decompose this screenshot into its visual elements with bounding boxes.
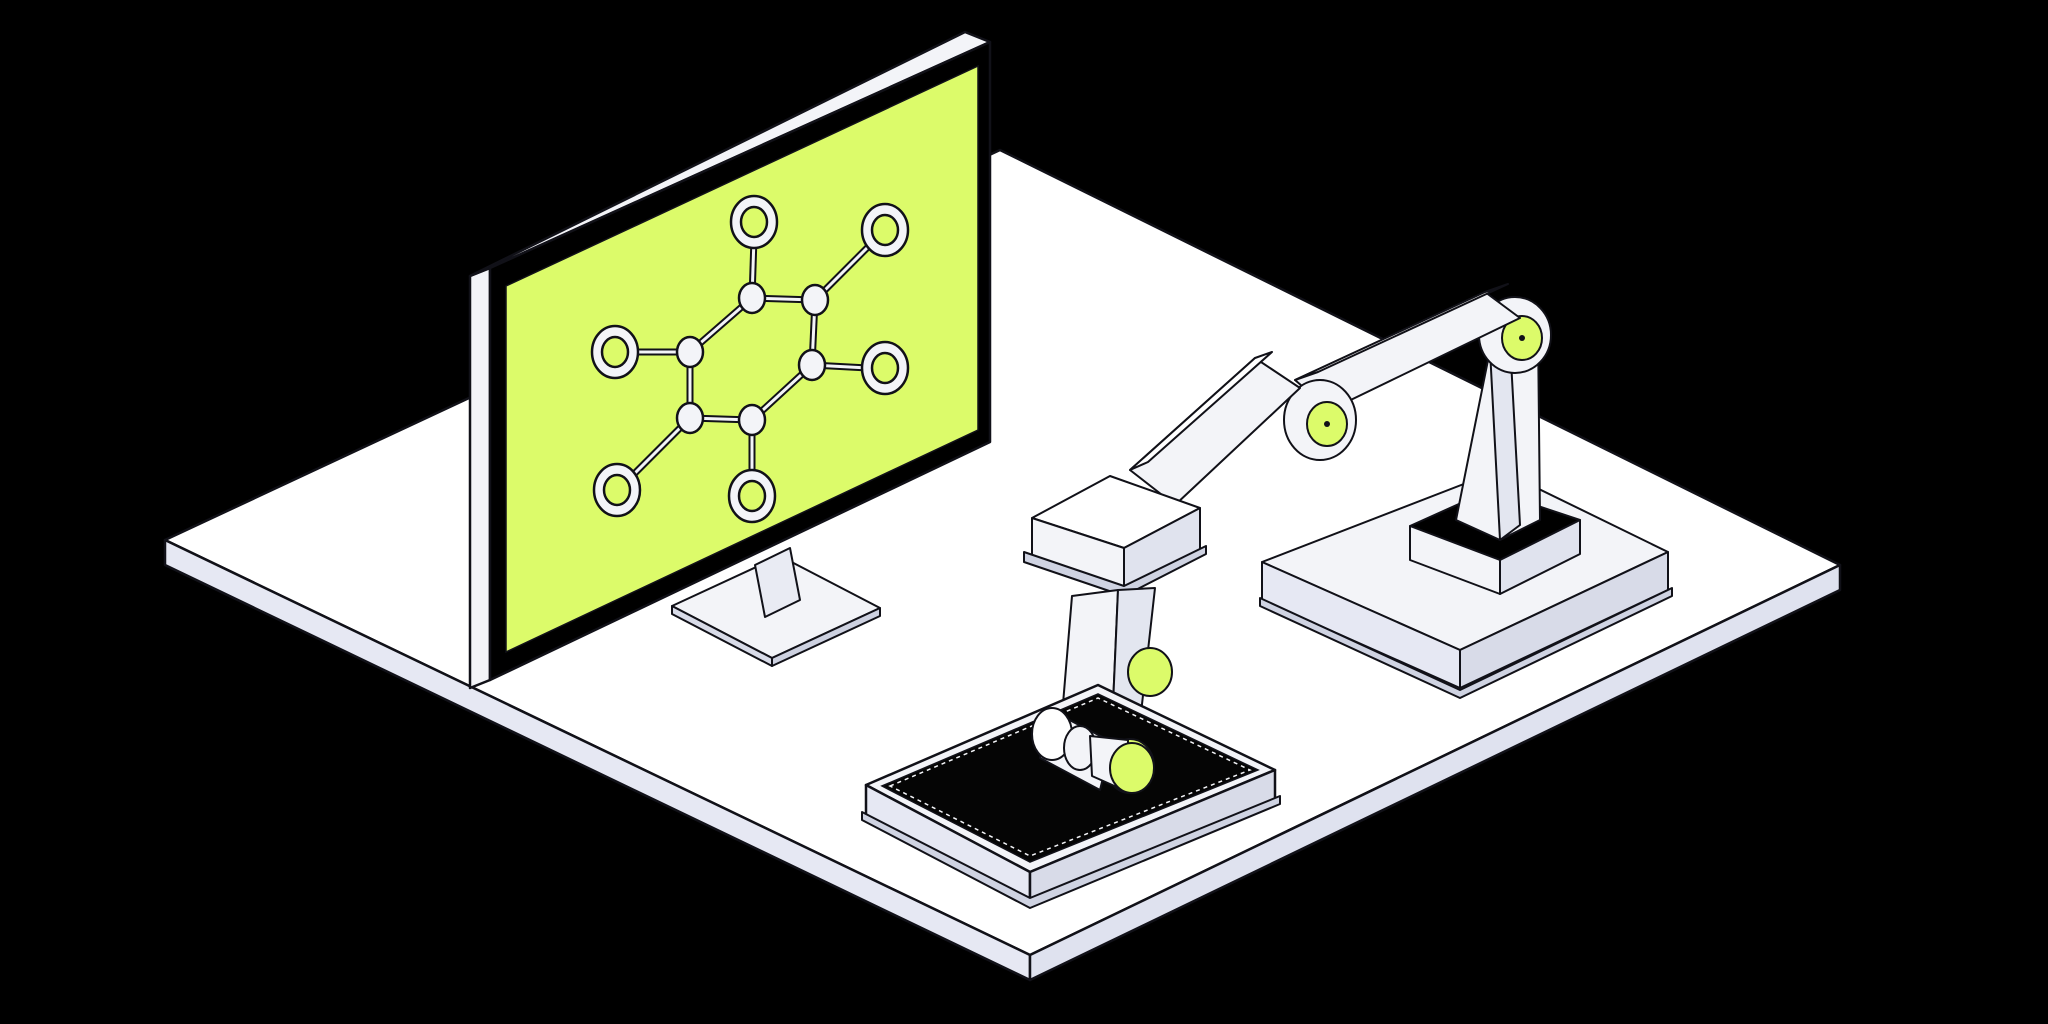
robot-elbow-joint-pin — [1324, 421, 1330, 427]
tray-dashed-border — [888, 697, 1252, 857]
tray-icon — [861, 683, 1281, 909]
molecule-inner-atoms — [675, 281, 830, 437]
tray-inner — [880, 693, 1260, 863]
robot-gripper — [1031, 707, 1155, 794]
robot-arm-main — [1023, 351, 1301, 741]
robot-forearm-link-top — [1129, 351, 1273, 471]
molecule-icon — [590, 194, 910, 524]
platform-right-side — [1028, 563, 1842, 982]
molecule-outer-atoms — [590, 194, 910, 524]
robot-mid-joint — [1127, 647, 1173, 697]
tray-lip — [861, 795, 1281, 909]
robot-secondary-mount-right — [1499, 519, 1581, 595]
robot-gripper-tip-cap — [1109, 742, 1155, 794]
robot-wrist-block-lip — [1023, 545, 1207, 597]
monitor-stand-base-side-right — [771, 607, 881, 667]
monitor-stand-neck — [754, 547, 801, 618]
monitor-casing-side — [468, 266, 492, 690]
robot-upper-arm — [1283, 283, 1521, 461]
robot-secondary-base-lip — [1259, 587, 1673, 699]
robot-secondary-top-joint-pin — [1519, 335, 1525, 341]
robot-upper-arm-link-top — [1294, 283, 1509, 381]
